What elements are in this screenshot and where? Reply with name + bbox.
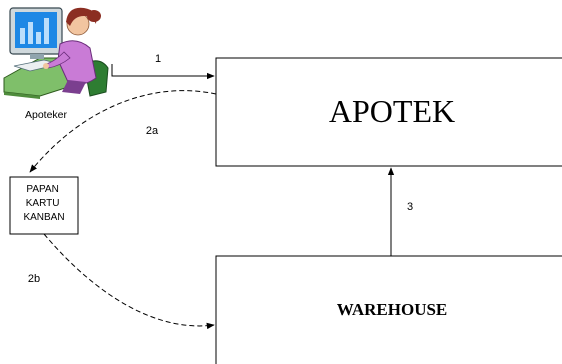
pharmacy-box: [215, 57, 562, 167]
computer-monitor-icon: [9, 7, 63, 59]
kanban-board-line-3: KANBAN: [23, 212, 64, 223]
pharmacy-label: APOTEK: [329, 93, 455, 129]
kanban-board-line-1: PAPAN: [26, 184, 58, 195]
step-2a-label: 2a: [146, 125, 159, 137]
pharmacist-label: Apoteker: [25, 109, 68, 121]
arrow-step-2a: [29, 90, 217, 173]
arrow-step-2b: [43, 233, 215, 330]
step-2b-label: 2b: [28, 273, 40, 285]
pharmacist-illustration: [3, 7, 109, 99]
warehouse-box: [215, 255, 562, 364]
arrow-step-1: [111, 64, 215, 80]
warehouse-label: WAREHOUSE: [337, 300, 448, 319]
kanban-board-line-2: KARTU: [26, 198, 60, 209]
step-3-label: 3: [407, 201, 413, 213]
kanban-board-box: [9, 176, 79, 235]
kanban-board-label: PAPAN KARTU KANBAN: [23, 184, 64, 223]
step-1-label: 1: [155, 53, 161, 65]
